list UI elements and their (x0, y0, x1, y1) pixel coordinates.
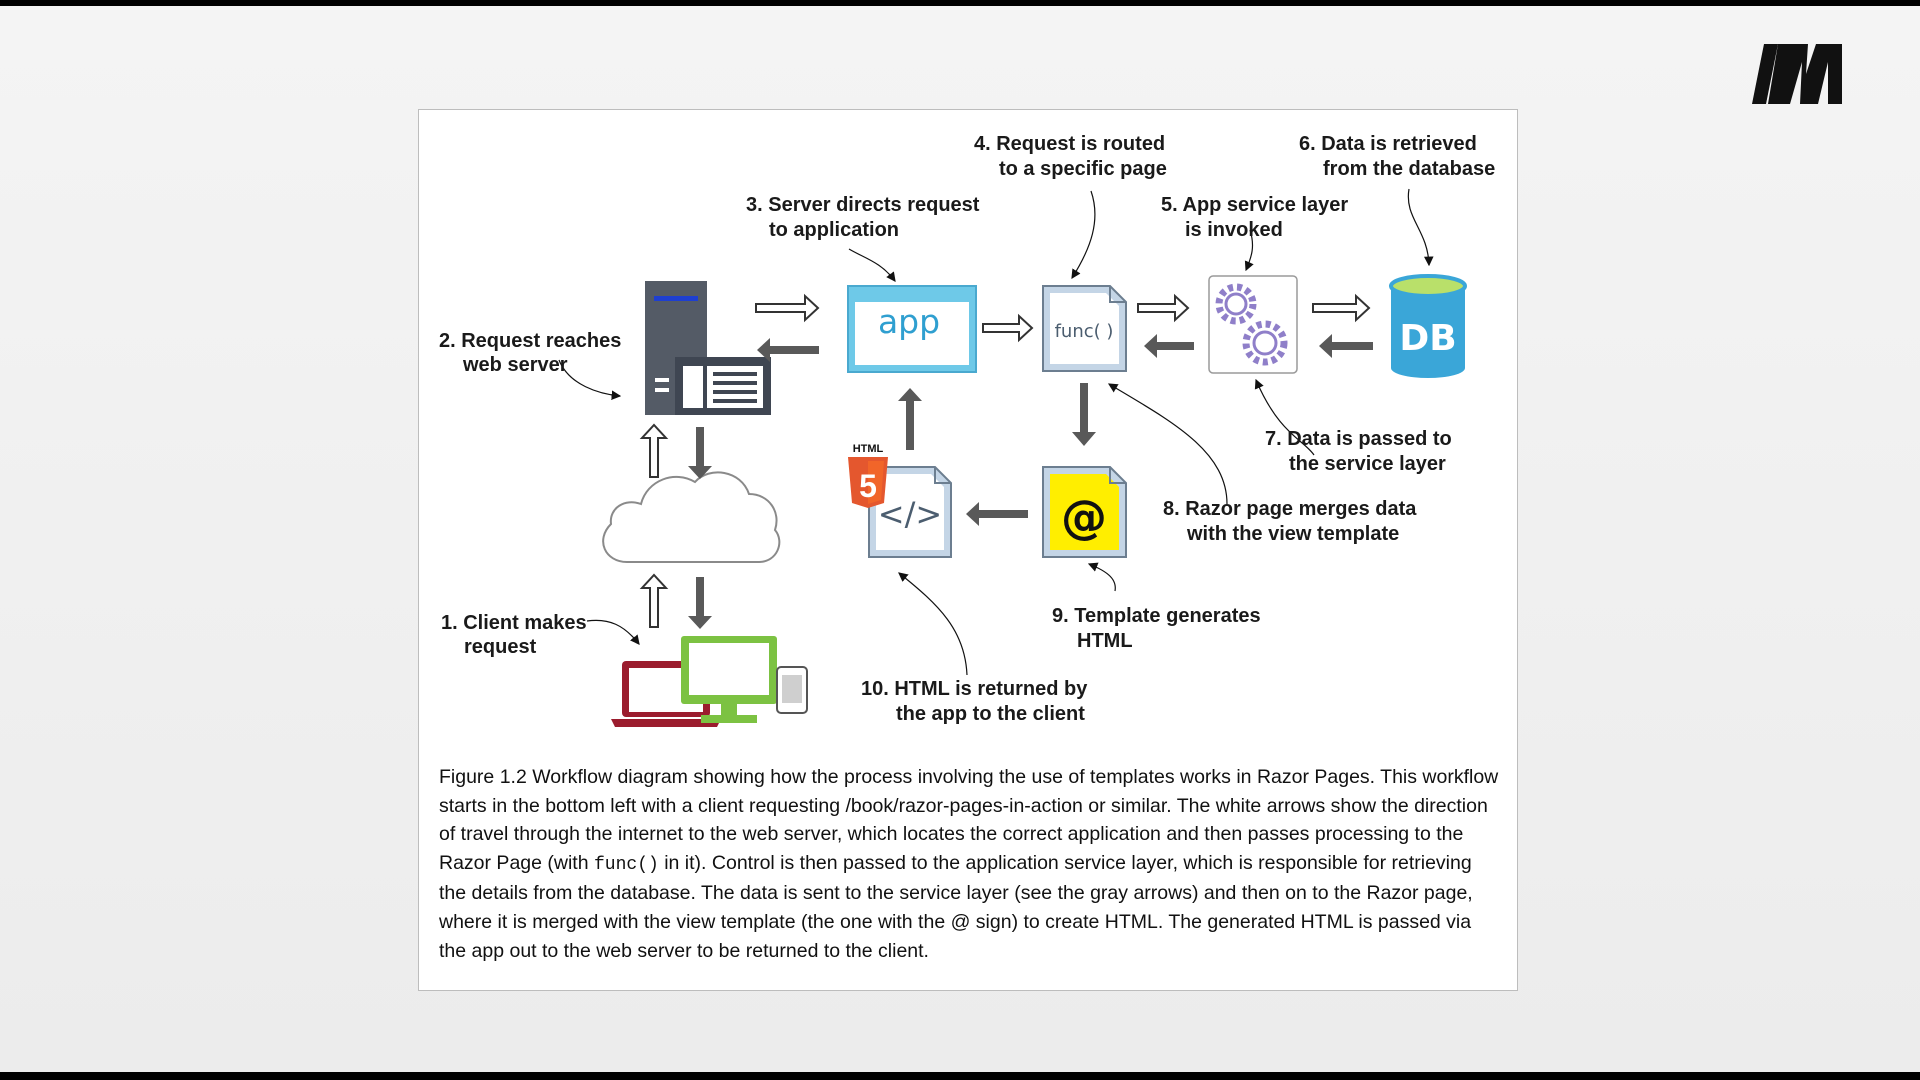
svg-text:the service layer: the service layer (1289, 453, 1446, 475)
white-arrow-server-to-app (755, 293, 820, 323)
client-devices-icon (611, 636, 808, 727)
svg-text:request: request (464, 636, 537, 658)
callout-line-9 (1087, 562, 1116, 592)
svg-text:is invoked: is invoked (1185, 219, 1283, 241)
view-template-icon: @ (1042, 466, 1127, 558)
svg-text:app: app (878, 302, 940, 341)
step-2-label: 2. Request reaches web server (439, 330, 621, 376)
gray-arrow-cloud-to-devices (688, 577, 712, 629)
top-letterbox-bar (0, 0, 1920, 6)
service-layer-gears-icon (1208, 275, 1298, 374)
svg-text:8. Razor page merges data: 8. Razor page merges data (1163, 498, 1417, 520)
app-window-icon: app (847, 285, 977, 373)
callout-line-5 (1244, 229, 1254, 272)
html-output-icon: </> (868, 466, 952, 558)
callout-line-2 (558, 359, 622, 400)
figure-caption: Figure 1.2 Workflow diagram showing how … (439, 763, 1499, 965)
svg-text:HTML: HTML (853, 443, 884, 455)
callout-line-4 (1071, 190, 1096, 280)
svg-text:7. Data is passed to: 7. Data is passed to (1265, 428, 1452, 450)
svg-text:func( ): func( ) (1055, 321, 1114, 342)
step-6-label: 6. Data is retrieved from the database (1299, 133, 1495, 180)
gray-arrow-gears-to-func (1144, 334, 1194, 358)
white-arrow-func-to-gears (1137, 293, 1190, 323)
callout-line-10 (898, 572, 968, 676)
publisher-logo-icon (1752, 44, 1842, 104)
callout-line-6 (1407, 188, 1434, 267)
svg-text:3. Server directs request: 3. Server directs request (746, 194, 980, 216)
html5-badge-icon: HTML 5 (848, 443, 888, 508)
svg-text:6. Data is retrieved: 6. Data is retrieved (1299, 133, 1477, 155)
step-3-label: 3. Server directs request to application (746, 194, 980, 241)
callout-line-1 (586, 619, 640, 645)
bottom-letterbox-bar (0, 1072, 1920, 1080)
svg-text:4. Request is routed: 4. Request is routed (974, 133, 1165, 155)
gray-arrow-app-to-server (757, 338, 819, 362)
gray-arrow-server-to-cloud (688, 427, 712, 479)
caption-text-2: in it). Control is then passed to the ap… (439, 851, 1473, 962)
svg-text:</>: </> (878, 495, 942, 533)
figure-panel: app func( ) DB @ (418, 109, 1518, 991)
caption-text-1: Figure 1.2 Workflow diagram showing how … (439, 766, 1499, 874)
svg-text:5: 5 (859, 468, 877, 504)
gray-arrow-html-to-app (898, 388, 922, 450)
step-9-label: 9. Template generates HTML (1052, 605, 1261, 652)
database-icon: DB (1389, 274, 1467, 378)
svg-text:with the view template: with the view template (1186, 523, 1399, 545)
svg-text:the app to the client: the app to the client (896, 703, 1085, 725)
callout-line-8 (1107, 383, 1228, 505)
svg-text:to a specific page: to a specific page (999, 158, 1167, 180)
white-arrow-devices-to-cloud (639, 573, 669, 628)
svg-text:@: @ (1061, 490, 1107, 544)
step-5-label: 5. App service layer is invoked (1161, 194, 1348, 241)
caption-code: func() (593, 854, 659, 875)
step-1-label: 1. Client makes request (441, 612, 587, 658)
internet-cloud-icon (602, 471, 781, 563)
web-server-icon (645, 281, 771, 415)
svg-text:5. App service layer: 5. App service layer (1161, 194, 1348, 216)
gray-arrow-func-to-template (1072, 383, 1096, 446)
svg-text:to application: to application (769, 219, 899, 241)
step-4-label: 4. Request is routed to a specific page (974, 133, 1167, 180)
white-arrow-gears-to-db (1312, 293, 1371, 323)
white-arrow-app-to-func (982, 313, 1034, 343)
callout-line-3 (848, 248, 896, 282)
step-8-label: 8. Razor page merges data with the view … (1163, 498, 1417, 545)
svg-text:from the database: from the database (1323, 158, 1495, 180)
step-7-label: 7. Data is passed to the service layer (1265, 428, 1452, 475)
workflow-diagram: app func( ) DB @ (439, 133, 1495, 727)
gray-arrow-template-to-html (966, 502, 1028, 526)
white-arrow-cloud-to-server (639, 423, 669, 478)
svg-text:HTML: HTML (1077, 630, 1133, 652)
svg-text:web server: web server (462, 354, 568, 376)
svg-text:2. Request reaches: 2. Request reaches (439, 330, 621, 352)
svg-text:10. HTML is returned by: 10. HTML is returned by (861, 678, 1088, 700)
step-10-label: 10. HTML is returned by the app to the c… (861, 678, 1088, 725)
gray-arrow-db-to-gears (1319, 334, 1373, 358)
razor-page-func-icon: func( ) (1042, 285, 1127, 372)
svg-text:1. Client makes: 1. Client makes (441, 612, 587, 634)
callout-line-7 (1254, 378, 1315, 456)
svg-text:9. Template generates: 9. Template generates (1052, 605, 1261, 627)
svg-text:DB: DB (1399, 318, 1456, 359)
